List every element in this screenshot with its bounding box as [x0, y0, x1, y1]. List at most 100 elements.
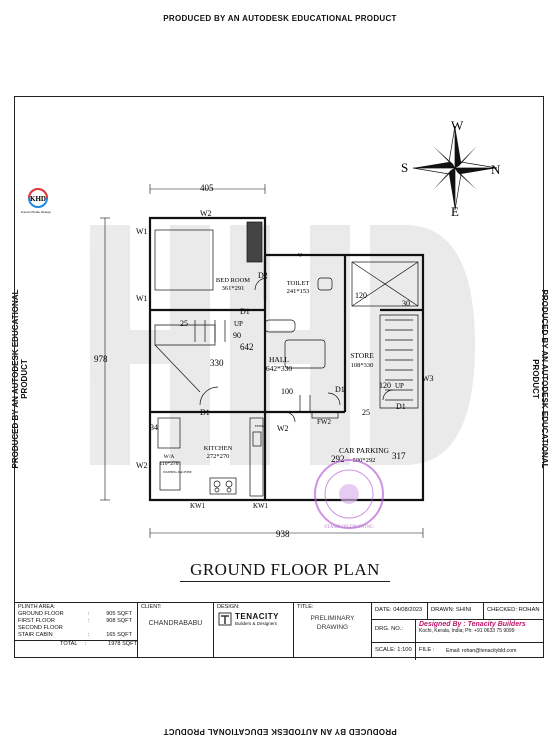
label-d2: D2: [258, 271, 268, 280]
dim-317: 317: [392, 451, 406, 461]
label-w2-top: W2: [200, 209, 212, 218]
info-panel: DATE: 04/08/2023 DRAWN: SHINI CHECKED: R…: [372, 602, 544, 660]
area-name-stair: STAIR CABIN: [18, 632, 53, 638]
contact-line: Kochi, Kerala, India; Ph: +91 0633 75 90…: [419, 628, 515, 634]
dim-330: 330: [210, 358, 224, 368]
label-d1-b: D1: [335, 385, 345, 394]
edu-stamp-bottom: PRODUCED BY AN AUTODESK EDUCATIONAL PROD…: [163, 727, 397, 736]
area-value-first: 908 SQFT: [106, 618, 132, 624]
plinth-area-panel: PLINTH AREA: GROUND FLOOR:905 SQFT FIRST…: [14, 602, 138, 658]
plinth-label: PLINTH AREA:: [18, 604, 56, 610]
logo-text: KHD: [30, 195, 46, 203]
label-d1-c: D1: [200, 408, 210, 417]
label-d1-a: D1: [240, 307, 250, 316]
dim-90: 90: [233, 331, 241, 340]
label-w3: W3: [422, 374, 434, 383]
label-fridge: FRIDGE: [255, 424, 266, 428]
room-hall-size: 642*330: [266, 364, 293, 373]
dim-120: 120: [355, 291, 367, 300]
file-field: FILE :: [419, 647, 435, 653]
room-carparking-name: CAR PARKING: [339, 446, 390, 455]
company-sub: Builders & Designers: [235, 621, 278, 626]
drg-no-field: DRG. NO.:: [372, 620, 416, 642]
dim-34: 34: [150, 423, 158, 432]
checked-field: CHECKED: ROHAN: [487, 607, 540, 613]
client-name: CHANDRABABU: [148, 620, 203, 627]
room-kitchen-name: KITCHEN: [204, 445, 233, 452]
area-value-ground: 905 SQFT: [106, 611, 132, 617]
label-up-a: UP: [234, 320, 243, 328]
dim-left: 978: [94, 354, 108, 364]
dim-25a: 25: [180, 319, 188, 328]
compass-rose: W S N E: [401, 118, 501, 219]
company-name: TENACITY: [235, 612, 279, 621]
washing-machine-box: [159, 461, 181, 491]
scale-field: SCALE: 1:100: [372, 643, 416, 660]
total-value: 1978 SQFT: [108, 641, 137, 647]
bed: [154, 229, 214, 291]
tenacity-logo-icon: [218, 612, 232, 626]
title-label: TITLE:: [297, 604, 314, 610]
design-panel: DESIGN: TENACITY Builders & Designers: [214, 602, 294, 658]
wardrobe: [246, 221, 263, 263]
dim-25b: 25: [362, 408, 370, 417]
title-block: [14, 602, 544, 659]
compass-n: N: [491, 162, 501, 177]
label-w1-a: W1: [136, 227, 148, 236]
room-carparking-size: 500*292: [353, 457, 376, 464]
khd-logo: KHD Kerala Home Design: [21, 188, 51, 214]
dim-top: 405: [200, 183, 214, 193]
area-name-second: SECOND FLOOR: [18, 625, 63, 631]
title-panel: TITLE: PRELIMINARY DRAWING: [294, 602, 372, 658]
total-label: TOTAL: [60, 641, 78, 647]
label-w2-kitchen: W2: [277, 424, 289, 433]
dim-292: 292: [331, 454, 345, 464]
room-toilet-name: TOILET: [287, 280, 310, 287]
room-store-name: STORE: [350, 351, 374, 360]
date-field: DATE: 04/08/2023: [372, 602, 428, 619]
compass-s: S: [401, 160, 408, 175]
floor-plan-drawing: KHD Kerala Home Design W S N E 405 978 9…: [21, 118, 501, 539]
edu-stamp-top: PRODUCED BY AN AUTODESK EDUCATIONAL PROD…: [163, 14, 397, 23]
label-kw1-a: KW1: [190, 502, 206, 510]
label-d1-d: D1: [396, 402, 406, 411]
drawn-field: DRAWN: SHINI: [428, 602, 484, 619]
dim-642: 642: [240, 342, 254, 352]
dim-bottom: 938: [276, 529, 290, 539]
area-name-ground: GROUND FLOOR: [18, 611, 64, 617]
label-up-b: UP: [395, 382, 404, 390]
label-fw2: FW2: [317, 418, 332, 426]
dim-120up: 120: [379, 381, 391, 390]
seal-text: STAMP ON DRAWING: [324, 525, 374, 530]
room-wa-name: W/A: [164, 454, 175, 460]
client-panel: CLIENT: CHANDRABABU: [138, 602, 214, 658]
label-kw1-b: KW1: [253, 502, 269, 510]
logo-caption: Kerala Home Design: [21, 210, 51, 214]
room-kitchen-size: 272*270: [207, 453, 230, 460]
room-toilet-size: 241*153: [287, 288, 310, 295]
designed-by: Designed By : Tenacity Builders: [419, 621, 526, 628]
drawing-sheet: [14, 96, 544, 658]
label-v: V: [298, 253, 303, 259]
room-hall-name: HALL: [269, 355, 289, 364]
room-bedroom-size: 361*291: [222, 285, 245, 292]
dimension-lines: [100, 184, 424, 538]
label-w1-b: W1: [136, 294, 148, 303]
compass-e: E: [451, 204, 459, 219]
label-washing: WASHING MACHINE: [163, 470, 192, 474]
email-field: Email: rohan@tenacitybld.com: [446, 648, 517, 654]
area-value-second: [96, 625, 132, 632]
drawing-title: PRELIMINARY DRAWING: [310, 615, 355, 631]
area-value-stair: 165 SQFT: [106, 632, 132, 638]
area-name-first: FIRST FLOOR: [18, 618, 55, 624]
plan-title: GROUND FLOOR PLAN: [180, 560, 390, 582]
room-store-size: 108*330: [351, 362, 374, 369]
room-bedroom-name: BED ROOM: [216, 277, 250, 284]
dim-30: 30: [402, 299, 410, 308]
room-wa-size: 110*270: [159, 461, 178, 467]
design-label: DESIGN:: [217, 604, 240, 610]
seal-stamp: STAMP ON DRAWING: [314, 459, 384, 530]
dim-100: 100: [281, 387, 293, 396]
client-label: CLIENT:: [141, 604, 162, 610]
compass-w: W: [451, 118, 464, 133]
